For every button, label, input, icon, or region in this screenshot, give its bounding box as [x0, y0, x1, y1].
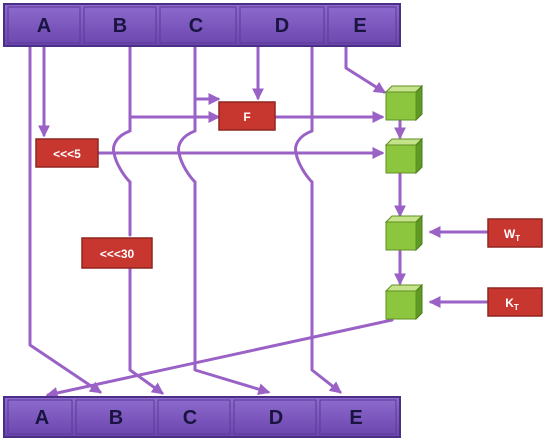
wire-crossings: [112, 129, 314, 184]
function-f-box: F: [218, 101, 276, 131]
adder-cube: [384, 283, 424, 321]
svg-text:C: C: [189, 15, 203, 37]
top-register-d: D: [239, 6, 325, 44]
svg-text:WT: WT: [504, 227, 520, 243]
adder-cube: [384, 137, 424, 175]
adder-cube: [384, 84, 424, 122]
crossing-hook: [294, 129, 314, 184]
svg-text:E: E: [349, 407, 362, 429]
svg-text:A: A: [37, 15, 51, 37]
top-register-a: A: [7, 6, 81, 44]
svg-text:<<<5: <<<5: [53, 147, 81, 161]
bottom-register-c: C: [157, 399, 231, 435]
svg-text:B: B: [113, 15, 127, 37]
bottom-register-a: A: [7, 399, 73, 435]
bottom-register-e: E: [319, 399, 397, 435]
rotate-left-30-box: <<<30: [81, 237, 153, 269]
svg-text:KT: KT: [505, 296, 519, 312]
top-register-b: B: [83, 6, 157, 44]
constant-kt-box: KT: [487, 287, 543, 317]
svg-text:C: C: [183, 407, 197, 429]
top-register-row: A B C D E: [3, 3, 401, 47]
svg-text:D: D: [269, 407, 283, 429]
top-register-e: E: [327, 6, 397, 44]
crossing-hook: [177, 129, 197, 184]
svg-text:B: B: [109, 407, 123, 429]
crossing-hook: [112, 129, 132, 184]
svg-text:E: E: [353, 15, 366, 37]
bottom-register-d: D: [233, 399, 317, 435]
adder-cube: [384, 214, 424, 252]
bottom-register-row: A B C D E: [3, 396, 401, 438]
svg-text:A: A: [35, 407, 49, 429]
svg-text:<<<30: <<<30: [100, 247, 135, 261]
top-register-c: C: [159, 6, 237, 44]
word-wt-box: WT: [487, 218, 543, 248]
svg-text:F: F: [243, 110, 250, 124]
wires: [28, 43, 489, 399]
bottom-register-b: B: [75, 399, 155, 435]
svg-text:D: D: [275, 15, 289, 37]
rotate-left-5-box: <<<5: [35, 138, 99, 168]
